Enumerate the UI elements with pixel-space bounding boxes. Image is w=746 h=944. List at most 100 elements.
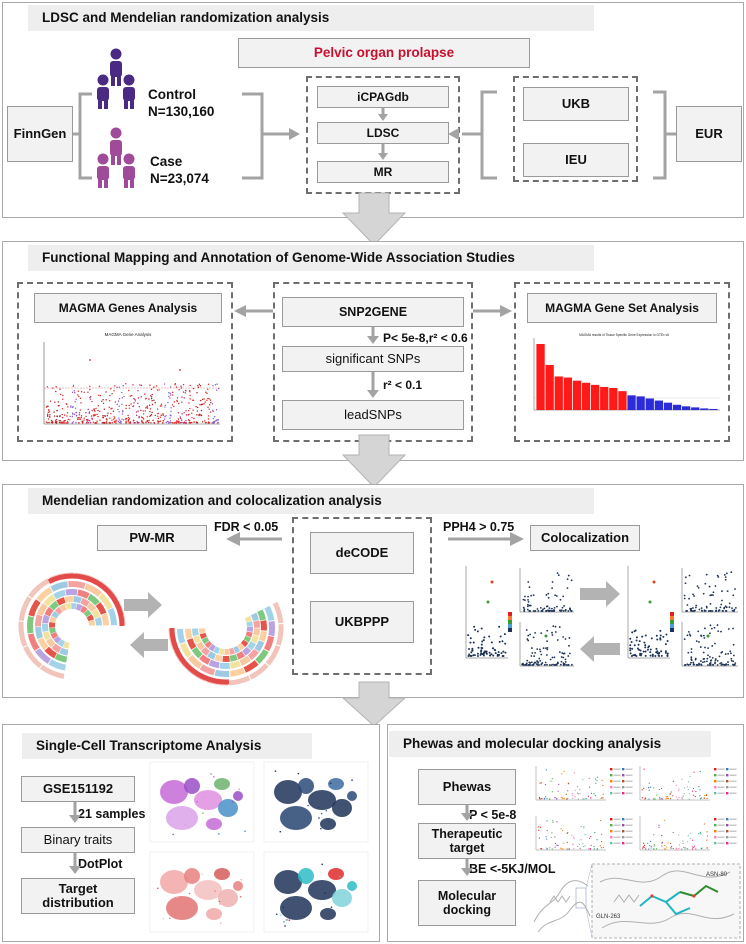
manhattan-point — [115, 422, 117, 424]
manhattan-point — [209, 399, 212, 401]
circos-segment — [64, 596, 73, 603]
manhattan-point — [123, 395, 125, 398]
scatter-point — [710, 659, 713, 662]
phewas-point — [567, 832, 569, 834]
circos-segment — [208, 659, 220, 669]
phewas-legend-swatch — [714, 842, 717, 845]
scatter-point — [567, 610, 570, 612]
scatter-point — [549, 658, 552, 661]
manhattan-point — [121, 397, 124, 399]
scatter-point — [563, 605, 565, 607]
legend-swatch — [508, 624, 512, 628]
phewas-point — [670, 791, 672, 793]
phewas-point — [691, 790, 694, 792]
manhattan-point — [125, 422, 127, 424]
scatter-point — [697, 586, 700, 589]
manhattan-point — [204, 401, 206, 403]
phewas-point — [545, 838, 548, 840]
manhattan-point — [98, 385, 101, 388]
scatter-point — [704, 582, 707, 585]
phewas-legend-swatch — [610, 774, 613, 777]
manhattan-point — [111, 422, 114, 424]
manhattan-point — [191, 421, 193, 424]
manhattan-point — [58, 420, 60, 422]
manhattan-point — [122, 411, 124, 413]
phewas-legend-swatch — [610, 824, 613, 827]
phewas-legend-text — [729, 768, 737, 770]
umap-plots — [149, 761, 369, 933]
phewas-point — [550, 780, 552, 782]
manhattan-point — [89, 396, 91, 399]
phewas-point — [583, 827, 585, 829]
scatter-point — [490, 641, 493, 644]
scatter-point — [654, 654, 657, 657]
scatter-point — [546, 629, 549, 632]
circos-segment — [177, 628, 186, 644]
phewas-point — [556, 844, 558, 846]
circos-plot-1 — [18, 572, 126, 679]
manhattan-point — [59, 388, 61, 390]
binary-traits-box: Binary traits — [21, 827, 135, 853]
phewas-legend-text — [717, 786, 725, 788]
manhattan-point — [193, 421, 195, 423]
legend-swatch — [670, 628, 674, 632]
manhattan-point — [91, 409, 93, 412]
control-label: Control — [148, 87, 196, 102]
manhattan-point — [54, 420, 57, 422]
phewas-legend-text — [729, 818, 737, 820]
scatter-point — [683, 594, 686, 597]
circos-segment — [86, 614, 95, 622]
phewas-point — [642, 847, 644, 849]
scatter-point — [471, 649, 474, 652]
scatter-point — [565, 664, 568, 666]
geneset-bar — [645, 398, 654, 410]
phewas-point — [566, 841, 568, 843]
scatter-point — [501, 640, 504, 643]
scatter-point — [660, 650, 663, 653]
manhattan-point — [206, 399, 208, 402]
phewas-legend-swatch — [726, 836, 729, 839]
phewas-legend-text — [729, 774, 737, 776]
scatter-point — [483, 636, 486, 639]
scatter-point — [522, 606, 525, 609]
scatter-point — [712, 591, 715, 594]
manhattan-point — [212, 385, 214, 387]
phewas-point — [658, 824, 660, 826]
manhattan-point — [118, 419, 121, 421]
phewas-point — [588, 848, 590, 850]
dotplot-label: DotPlot — [78, 857, 123, 871]
circos-segment — [95, 602, 107, 615]
manhattan-point — [153, 422, 156, 424]
umap-point — [320, 812, 323, 815]
manhattan-point — [180, 417, 182, 420]
manhattan-point — [171, 394, 174, 396]
umap-point — [218, 903, 221, 905]
circos-segment — [247, 648, 259, 661]
scatter-point — [526, 659, 529, 662]
scatter-point — [655, 647, 658, 650]
umap-point — [231, 801, 234, 803]
manhattan-point — [72, 421, 75, 423]
phewas-point — [653, 834, 655, 836]
manhattan-point — [127, 418, 130, 421]
phewas-point — [688, 798, 690, 800]
manhattan-point — [125, 420, 127, 422]
scatter-point — [503, 633, 506, 636]
flow-arrow-down-3 — [341, 681, 407, 727]
scatter-point — [728, 602, 731, 605]
phewas-point — [577, 798, 579, 800]
geneset-bar — [609, 388, 618, 410]
manhattan-point — [174, 422, 176, 424]
manhattan-point — [157, 412, 159, 415]
scatter-point — [490, 580, 494, 584]
circos-segment — [243, 660, 259, 673]
scatter-point — [705, 606, 708, 609]
circos-segment — [246, 621, 253, 627]
scatter-point — [649, 651, 652, 654]
manhattan-point — [150, 414, 152, 417]
scatter-point — [534, 651, 537, 654]
manhattan-point — [59, 415, 61, 417]
geneset-bar — [627, 395, 636, 410]
phewas-point — [567, 798, 569, 800]
